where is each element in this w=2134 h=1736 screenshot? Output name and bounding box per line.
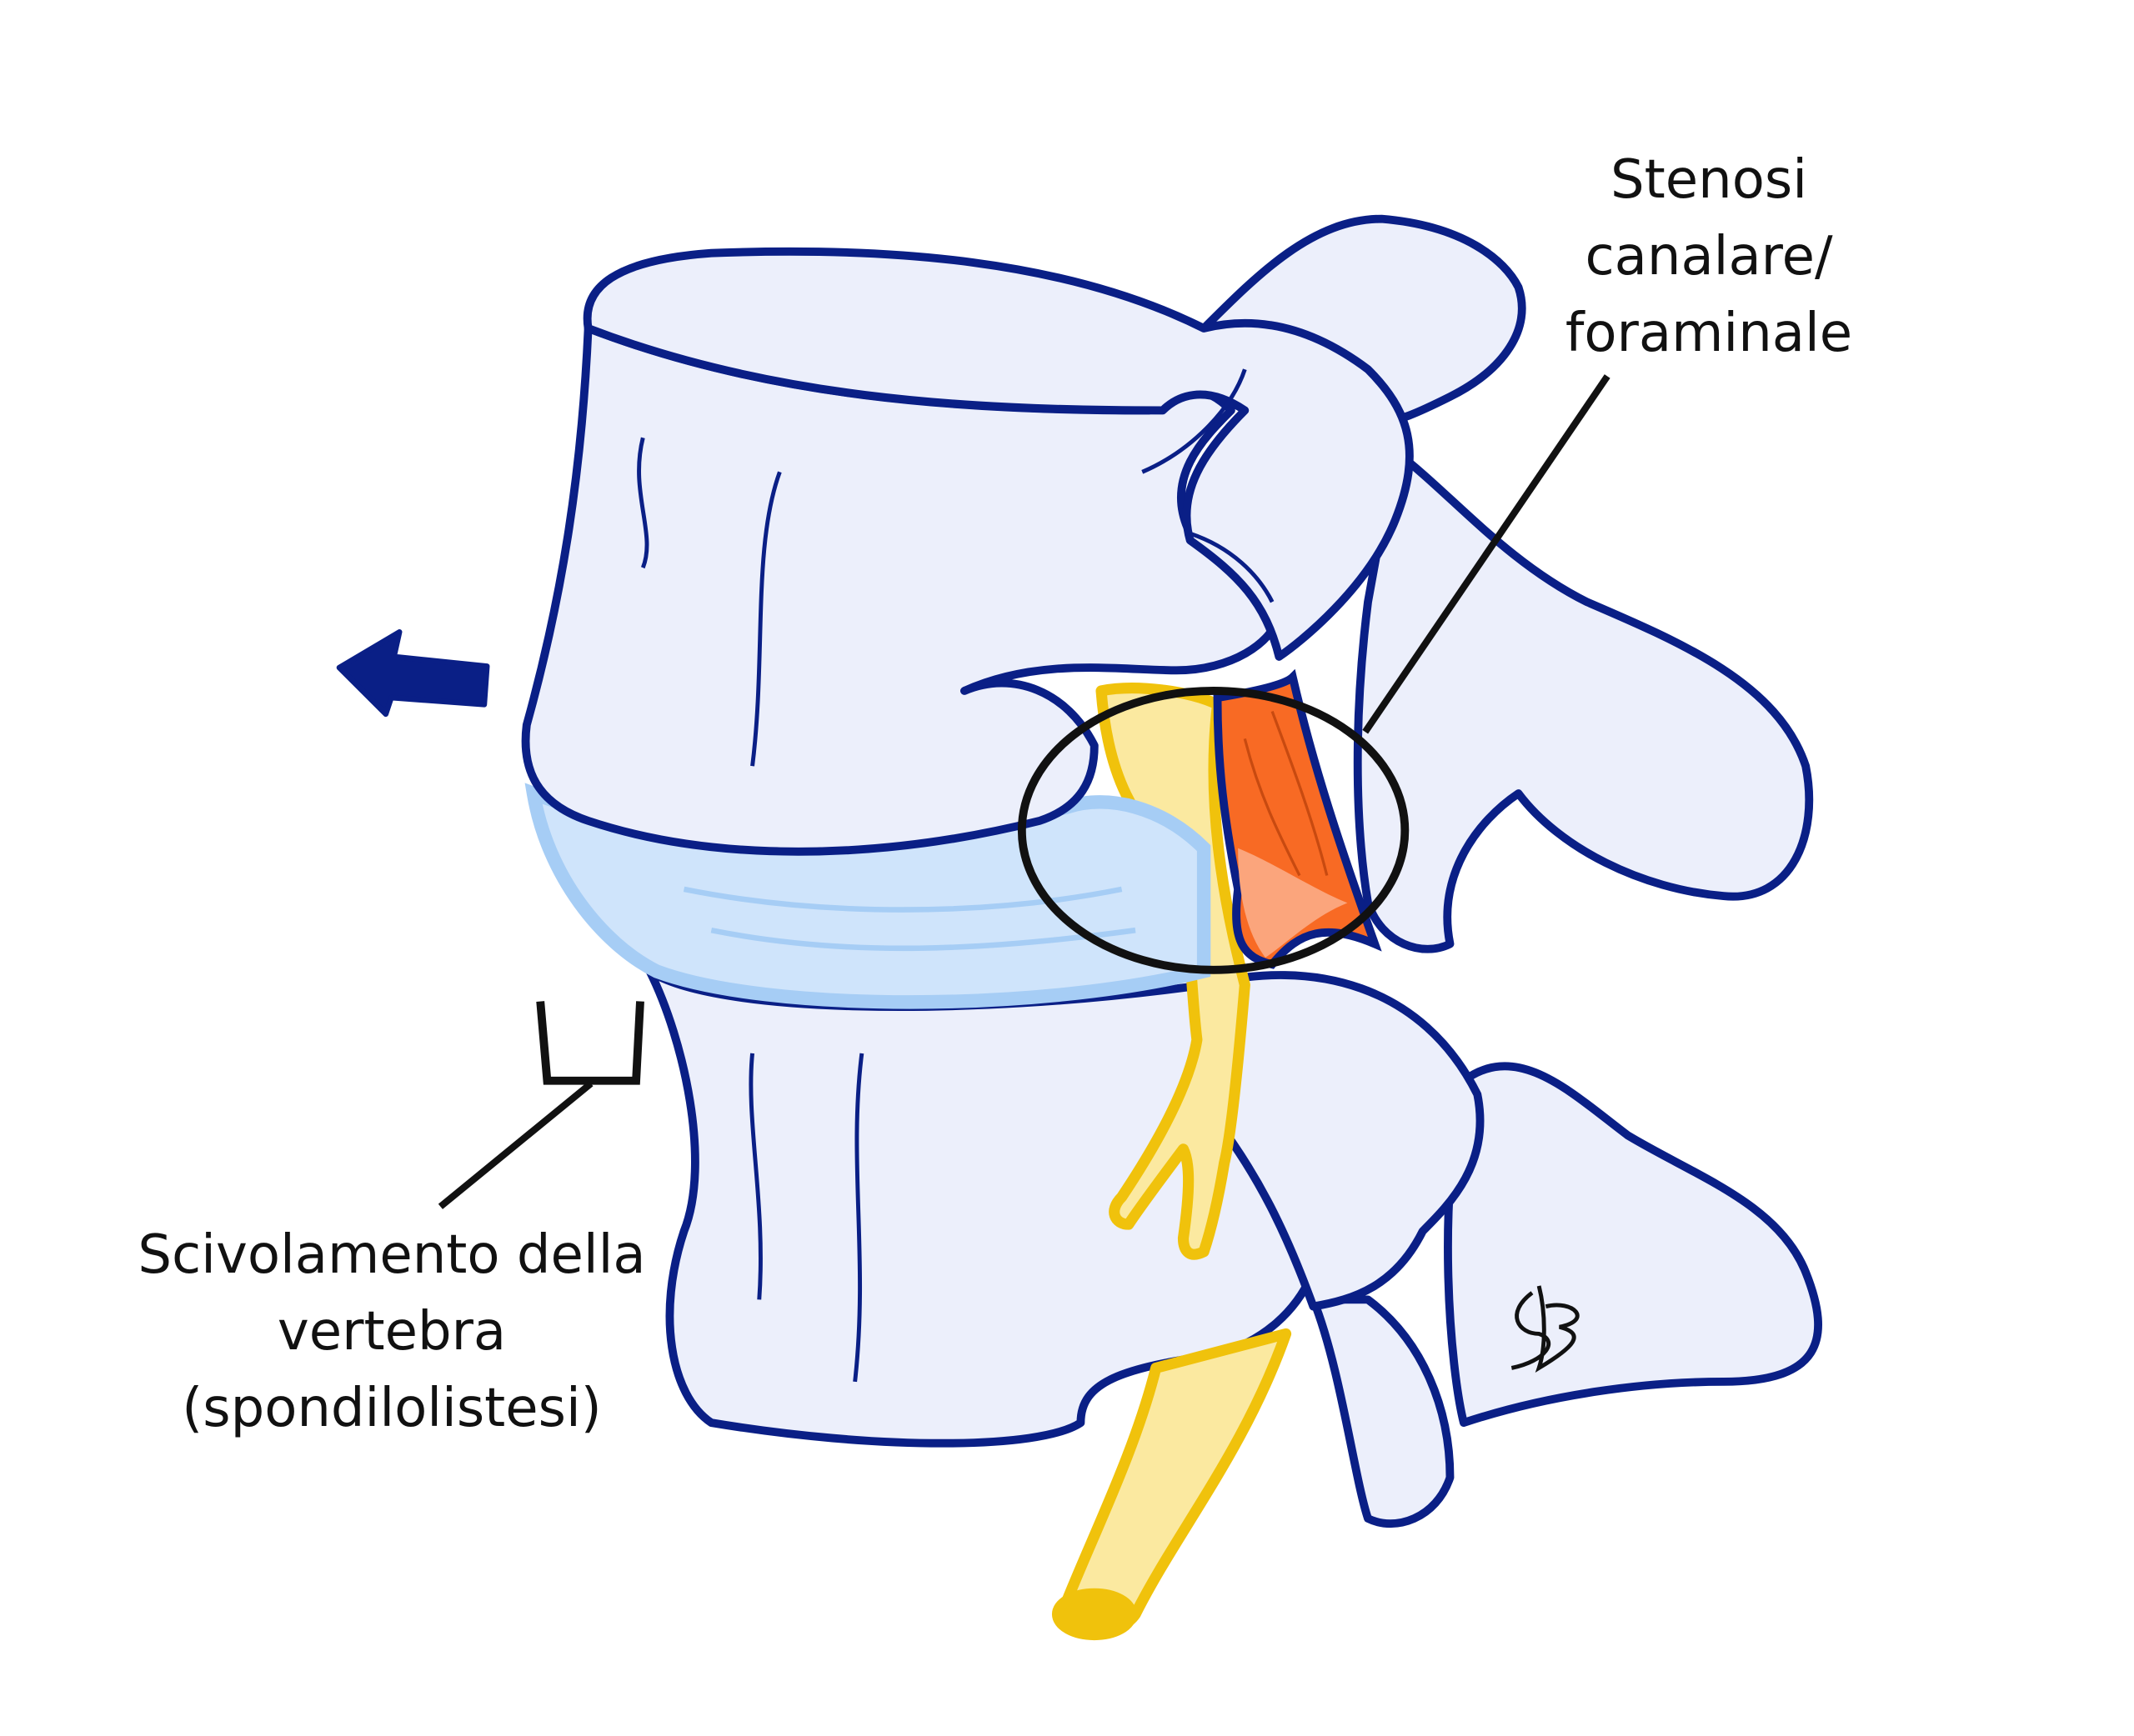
spondylolisthesis-label: Scivolamento della vertebra (spondilolis… <box>100 1217 684 1447</box>
stenosis-label: Stenosi canalare/ foraminale <box>1492 142 1926 372</box>
upper-transverse-process <box>1353 447 1814 953</box>
upper-superior-process <box>1200 214 1526 428</box>
slip-label-line: vertebra <box>277 1301 507 1363</box>
lower-body <box>645 967 1328 1448</box>
nerve-end <box>1051 1588 1137 1641</box>
stenosis-label-line: canalare/ <box>1585 226 1833 288</box>
lower-spinous-process <box>1444 1062 1822 1428</box>
stenosis-highlight-circle <box>1017 687 1410 974</box>
slip-label-line: Scivolamento della <box>138 1224 646 1286</box>
arrow-left-icon <box>336 629 490 718</box>
stenosis-label-line: foraminale <box>1565 303 1853 364</box>
stenosis-label-line: Stenosi <box>1611 149 1807 211</box>
lower-pedicle <box>1200 971 1485 1311</box>
lower-facet <box>1309 1295 1455 1528</box>
stenosis-region <box>1213 668 1382 969</box>
slip-leader-line <box>438 1080 594 1209</box>
bracket-icon <box>536 1001 644 1085</box>
upper-endplate <box>583 247 1414 661</box>
slip-label-line: (spondilolistesi) <box>182 1378 602 1439</box>
stenosis-leader-line <box>1362 374 1611 734</box>
nerve-root <box>1051 683 1292 1641</box>
bone-surface-lines <box>637 368 1275 1383</box>
artist-signature <box>1510 1285 1580 1373</box>
